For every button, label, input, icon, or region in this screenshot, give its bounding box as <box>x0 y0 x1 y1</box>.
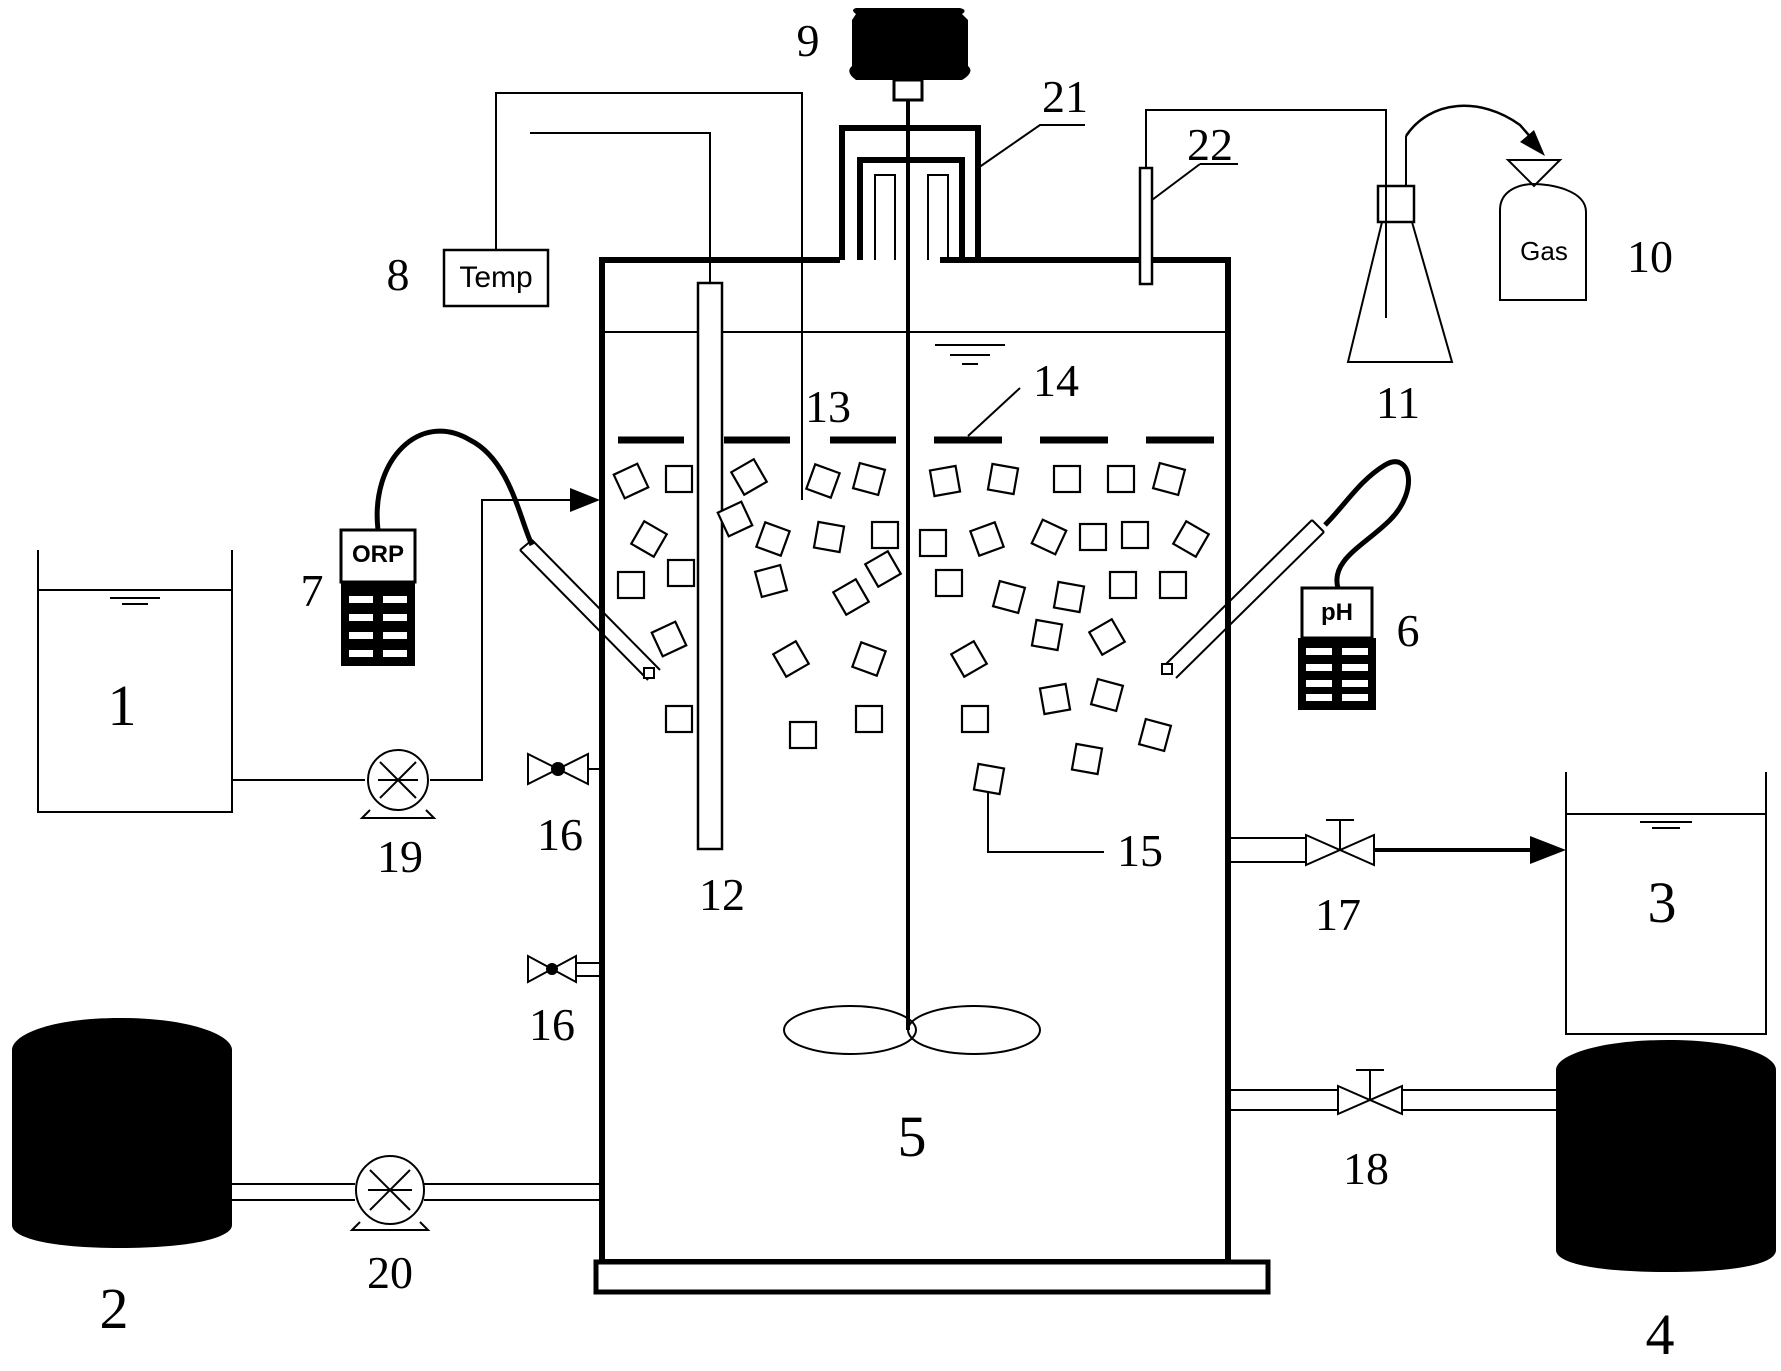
ph-meter: pH 6 <box>1298 459 1420 710</box>
water-level-symbol <box>935 344 1005 365</box>
motor-label: 9 <box>797 15 820 66</box>
carrier-cube <box>754 520 792 558</box>
carrier-cube <box>918 528 948 558</box>
carrier-cube <box>1120 520 1150 550</box>
orp-probe <box>519 539 661 681</box>
carrier-cube <box>1087 617 1127 657</box>
carrier-cube <box>928 464 962 498</box>
carrier-cube <box>1171 519 1211 559</box>
sample-valve-lower-label: 16 <box>529 999 575 1050</box>
carrier-cube <box>616 570 646 600</box>
carrier-cube <box>753 563 789 599</box>
carrier-cube <box>664 464 694 494</box>
reactor-label: 5 <box>898 1104 927 1169</box>
feed-pump: 19 <box>359 749 437 882</box>
gas-bottle: 11 <box>1346 136 1454 428</box>
water-seal: 21 <box>839 71 1088 260</box>
carrier-cube <box>1158 570 1188 600</box>
carrier-cube <box>968 520 1006 558</box>
tank-4: 4 <box>1556 1040 1776 1367</box>
carrier-cube <box>851 461 887 497</box>
carrier-cube <box>804 462 842 500</box>
carrier-cube <box>788 720 818 750</box>
carrier-cube <box>1106 464 1136 494</box>
carriers: 15 <box>612 457 1211 876</box>
carrier-cube <box>1038 682 1072 716</box>
carrier-cube <box>650 620 688 658</box>
carrier-cube <box>850 640 888 678</box>
perforated-plate-label: 14 <box>1033 355 1079 406</box>
feed-pump-label: 19 <box>377 831 423 882</box>
carrier-cube <box>854 704 884 734</box>
carrier-cube <box>1089 677 1125 713</box>
temp-probe-label: 13 <box>805 381 851 432</box>
sample-valve-upper: 16 <box>527 752 602 860</box>
gas-bag-text: Gas <box>1520 236 1568 266</box>
pump-20: 20 <box>349 1155 431 1298</box>
gas-outlet-label: 22 <box>1187 119 1233 170</box>
effluent-valve: 17 <box>1305 819 1375 940</box>
tank-4-label: 4 <box>1646 1302 1675 1367</box>
stirrer <box>783 128 1041 1055</box>
carrier-cube <box>1137 717 1173 753</box>
carrier-cube <box>629 519 669 559</box>
effluent-tank-label: 3 <box>1648 870 1677 935</box>
temp-controller: Temp 8 <box>387 248 550 308</box>
tank-2-label: 2 <box>100 1276 129 1341</box>
carrier-cube <box>666 558 696 588</box>
carrier-cube <box>1030 618 1064 652</box>
pump-20-label: 20 <box>367 1247 413 1298</box>
carrier-cube <box>812 520 846 554</box>
carrier-cube <box>1078 522 1108 552</box>
influent-tank: 1 <box>37 550 233 813</box>
heating-rod-label: 12 <box>699 869 745 920</box>
carrier-cube <box>1052 580 1086 614</box>
heating-rod: 12 <box>696 281 745 920</box>
orp-meter-label: 7 <box>301 565 324 616</box>
ph-meter-text: pH <box>1321 599 1353 626</box>
carrier-cube <box>863 549 903 589</box>
carrier-cube <box>716 500 754 538</box>
carrier-cube <box>1108 570 1138 600</box>
temp-controller-label: 8 <box>387 249 410 300</box>
tank-2: 2 <box>12 1018 232 1341</box>
orp-meter: ORP 7 <box>301 428 535 666</box>
carrier-cube <box>1070 742 1104 776</box>
ph-probe <box>1161 519 1325 679</box>
carrier-cube <box>991 579 1027 615</box>
effluent-tank: 3 <box>1565 772 1767 1035</box>
sample-valve-lower: 16 <box>527 954 602 1050</box>
carrier-cube <box>986 462 1020 496</box>
carrier-cube <box>831 577 871 617</box>
gas-bottle-label: 11 <box>1376 377 1420 428</box>
gas-bag: Gas 10 <box>1499 159 1673 301</box>
water-seal-label: 21 <box>1042 71 1088 122</box>
carrier-cube <box>934 568 964 598</box>
carrier-cube <box>1052 464 1082 494</box>
drain-valve-label: 18 <box>1343 1143 1389 1194</box>
carrier-cube <box>771 639 811 679</box>
carrier-cube <box>972 762 1006 796</box>
carrier-cube <box>1151 461 1187 497</box>
carrier-cube <box>612 462 650 500</box>
sample-valve-upper-label: 16 <box>537 809 583 860</box>
perforated-plate: 14 <box>618 355 1214 444</box>
carrier-label: 15 <box>1117 825 1163 876</box>
orp-meter-text: ORP <box>352 541 404 568</box>
carrier-cube <box>729 457 769 497</box>
carrier-cube <box>1030 518 1068 556</box>
temp-text: Temp <box>459 261 532 294</box>
carrier-cube <box>870 520 900 550</box>
reactor: 5 <box>593 257 1271 1295</box>
carrier-cube <box>960 704 990 734</box>
influent-tank-label: 1 <box>108 673 137 738</box>
motor: 9 <box>797 8 971 128</box>
drain-valve: 18 <box>1337 1069 1403 1194</box>
carrier-cube <box>664 704 694 734</box>
ph-meter-label: 6 <box>1397 605 1420 656</box>
gas-bag-label: 10 <box>1627 231 1673 282</box>
carrier-cube <box>949 639 989 679</box>
effluent-valve-label: 17 <box>1315 889 1361 940</box>
